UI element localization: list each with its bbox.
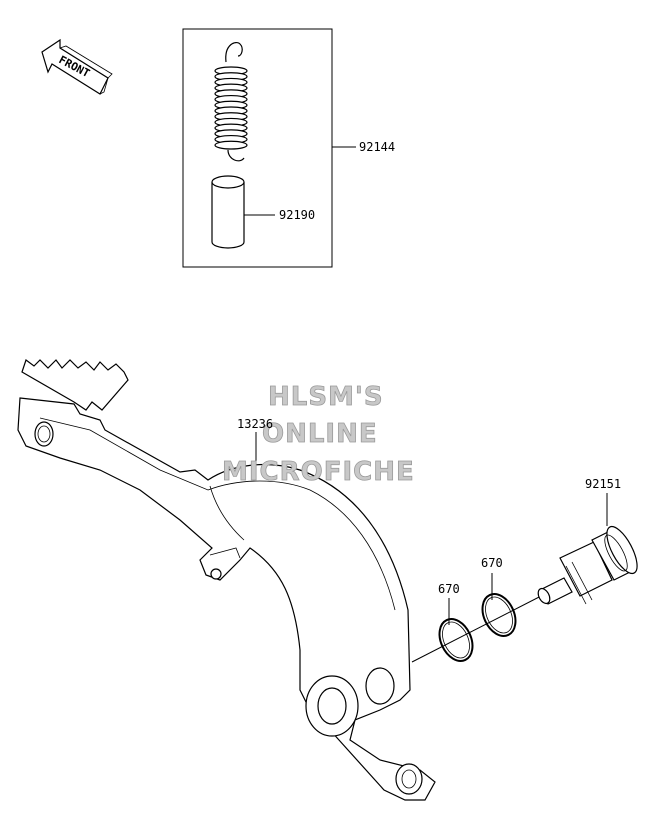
kit-box	[182, 28, 333, 268]
axis-line	[411, 593, 546, 663]
part-number-92144: 92144	[359, 140, 395, 154]
part-number-92190: 92190	[279, 208, 315, 222]
watermark-line3: MICROFICHE	[222, 457, 415, 487]
part-number-92151: 92151	[585, 477, 621, 491]
part-number-13236: 13236	[237, 417, 273, 431]
brake-pedal	[17, 359, 436, 801]
part-number-670-left: 670	[438, 582, 460, 596]
part-number-670-right: 670	[481, 556, 503, 570]
o-ring-right	[481, 593, 517, 637]
spring-coil	[214, 140, 248, 150]
watermark: HLSM'S ONLINE MICROFICHE	[222, 382, 415, 488]
watermark-line2: ONLINE	[262, 419, 378, 449]
watermark-line1: HLSM'S	[268, 382, 384, 412]
front-arrow-icon: FRONT	[41, 38, 113, 95]
pivot-bolt	[537, 525, 638, 605]
collar	[211, 175, 245, 249]
spring	[214, 41, 248, 162]
